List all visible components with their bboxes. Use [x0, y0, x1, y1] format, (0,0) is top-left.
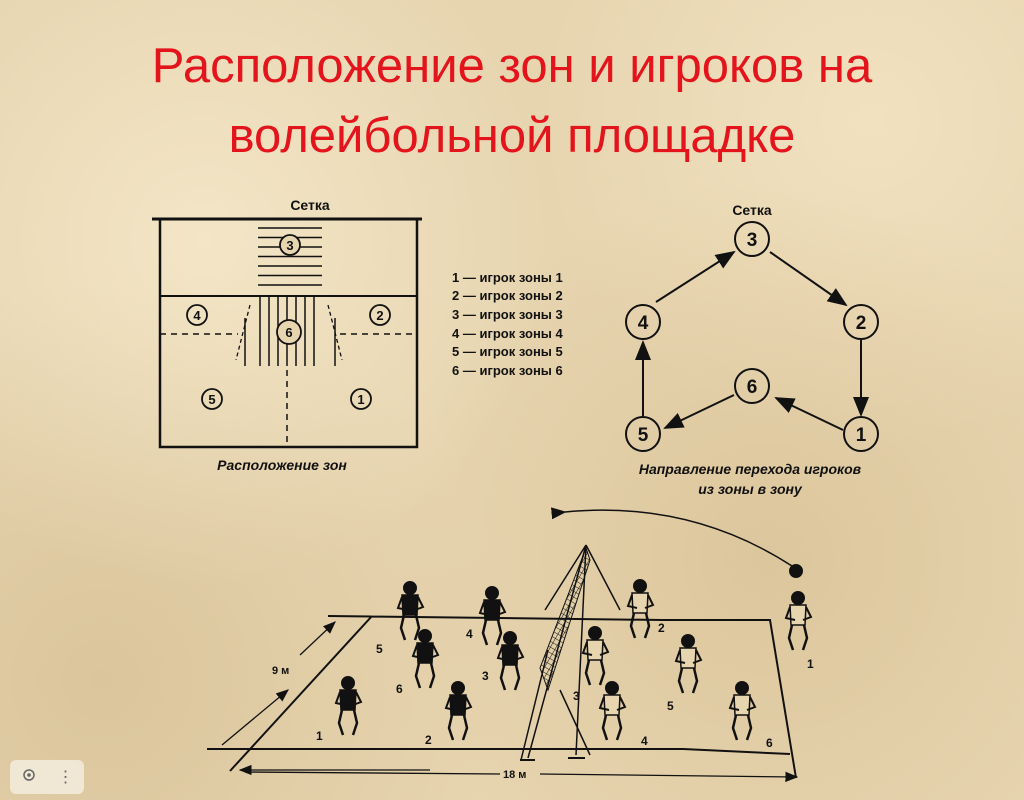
right-team-labels: 1 2 3 4 5 6 — [573, 621, 814, 750]
svg-text:1: 1 — [807, 657, 814, 671]
rotation-diagram: Сетка 3 4 2 6 5 1 Направление перехода и… — [625, 202, 879, 497]
svg-text:1: 1 — [316, 729, 323, 743]
zones-caption: Расположение зон — [217, 457, 347, 473]
svg-text:5: 5 — [638, 425, 649, 446]
player-figure — [496, 631, 525, 691]
svg-text:4: 4 — [641, 734, 648, 748]
more-vertical-icon[interactable]: ⋮ — [57, 769, 74, 786]
svg-text:4: 4 — [466, 627, 473, 641]
player-figure — [478, 586, 507, 646]
rotation-zone-1: 1 — [843, 416, 879, 452]
svg-text:6: 6 — [747, 377, 758, 398]
legend-item: 5 — игрок зоны 5 — [452, 344, 563, 359]
net — [520, 544, 621, 761]
svg-text:6: 6 — [766, 736, 773, 750]
lens-icon[interactable] — [21, 767, 37, 788]
svg-text:5: 5 — [667, 699, 674, 713]
svg-text:1: 1 — [357, 392, 364, 407]
legend-item: 3 — игрок зоны 3 — [452, 307, 563, 322]
title-line-2: волейбольной площадке — [228, 109, 796, 163]
rotation-caption-1: Направление перехода игроков — [639, 461, 862, 477]
svg-text:1: 1 — [856, 425, 867, 446]
player-figure — [334, 676, 363, 736]
svg-text:2: 2 — [376, 308, 383, 323]
player-figure — [396, 581, 425, 641]
zones-diagram: Сетка 3 4 2 6 5 1 Расположение зон — [152, 197, 422, 473]
player-figure — [728, 681, 757, 741]
svg-text:5: 5 — [208, 392, 215, 407]
svg-text:4: 4 — [193, 308, 201, 323]
svg-text:2: 2 — [658, 621, 665, 635]
zone-4: 4 — [186, 304, 208, 326]
title-line-1: Расположение зон и игроков на — [151, 39, 873, 93]
zone-2: 2 — [369, 304, 391, 326]
rotation-net-label: Сетка — [732, 202, 772, 218]
image-toolbar: ⋮ — [10, 760, 84, 794]
court-lines — [207, 615, 797, 779]
svg-text:2: 2 — [425, 733, 432, 747]
zone-circles: 3 4 2 6 5 1 — [186, 234, 391, 410]
rotation-zone-5: 5 — [625, 416, 661, 452]
player-figure — [626, 579, 655, 639]
legend-item: 2 — игрок зоны 2 — [452, 288, 563, 303]
court-outline — [158, 217, 419, 449]
zones-net-label: Сетка — [290, 197, 330, 213]
ball — [789, 564, 803, 578]
legend: 1 — игрок зоны 1 2 — игрок зоны 2 3 — иг… — [452, 270, 564, 378]
zone-5: 5 — [201, 388, 223, 410]
legend-item: 6 — игрок зоны 6 — [452, 363, 563, 378]
legend-item: 4 — игрок зоны 4 — [452, 326, 564, 341]
rotation-zone-2: 2 — [843, 304, 879, 340]
player-figure — [674, 634, 703, 694]
player-figure — [581, 626, 610, 686]
svg-text:3: 3 — [573, 689, 580, 703]
zone-1: 1 — [350, 388, 372, 410]
svg-text:5: 5 — [376, 642, 383, 656]
ball-trajectory — [550, 507, 793, 567]
player-figure — [444, 681, 473, 741]
width-label: 9 м — [272, 665, 289, 677]
rotation-caption-2: из зоны в зону — [698, 481, 803, 497]
player-figure — [598, 681, 627, 741]
legend-item: 1 — игрок зоны 1 — [452, 270, 563, 285]
zone-6: 6 — [276, 319, 302, 345]
svg-text:2: 2 — [856, 313, 867, 334]
svg-text:3: 3 — [482, 669, 489, 683]
rotation-zone-3: 3 — [734, 221, 770, 257]
player-figure — [784, 591, 813, 651]
svg-text:4: 4 — [638, 313, 649, 334]
svg-text:6: 6 — [396, 682, 403, 696]
length-label: 18 м — [503, 769, 526, 781]
rotation-zone-6: 6 — [734, 368, 770, 404]
rotation-zone-4: 4 — [625, 304, 661, 340]
svg-text:3: 3 — [286, 238, 293, 253]
left-team-labels: 1 2 3 4 5 6 — [316, 627, 489, 747]
svg-text:3: 3 — [747, 230, 758, 251]
zone-3: 3 — [279, 234, 301, 256]
court-illustration: 9 м 18 м 1 2 3 4 5 6 1 2 3 4 5 6 — [207, 507, 814, 783]
svg-text:6: 6 — [285, 325, 292, 340]
player-figure — [411, 629, 440, 689]
